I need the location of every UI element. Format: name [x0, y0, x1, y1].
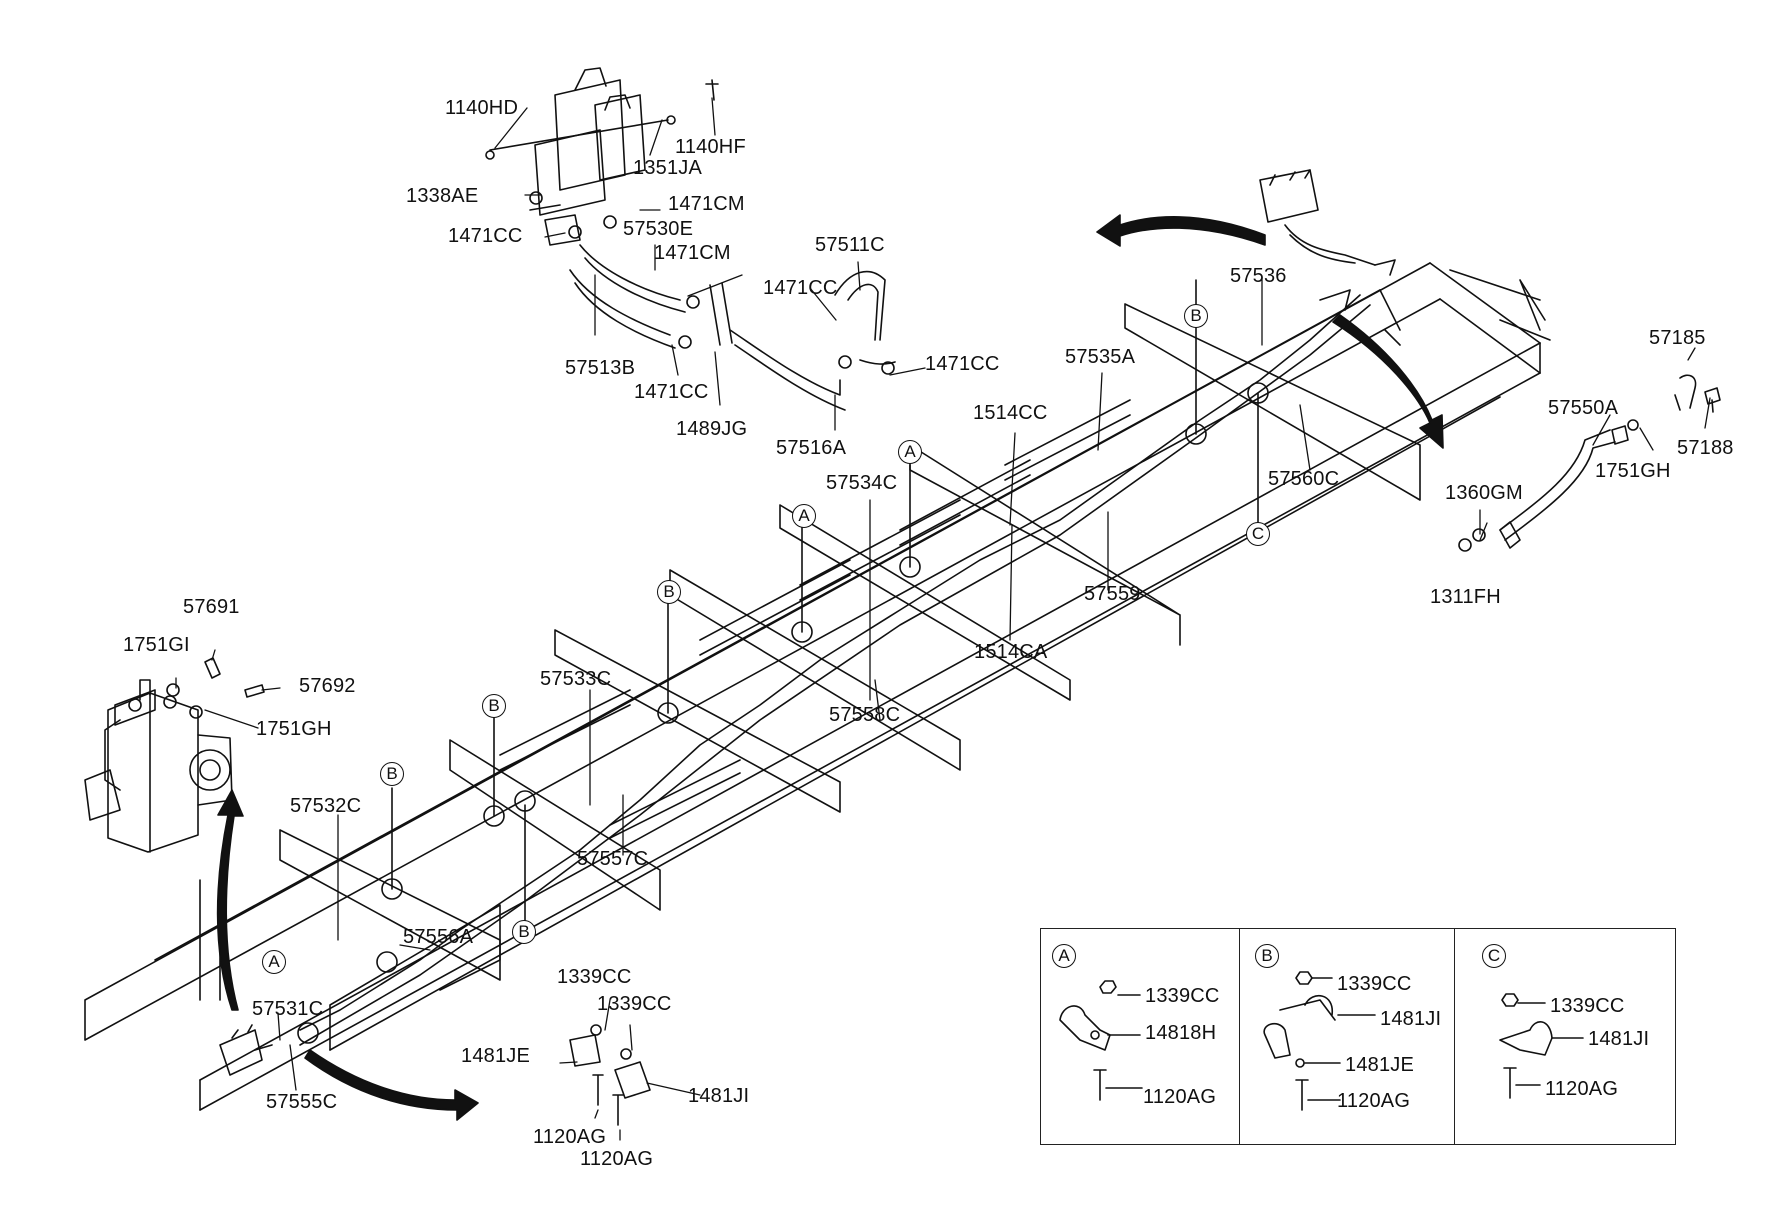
chassis-frame	[84, 262, 1551, 1111]
label-1339CC-a: 1339CC	[557, 966, 632, 988]
label-57536: 57536	[1230, 265, 1287, 287]
direction-arrows	[216, 214, 1444, 1121]
power-steering-gear	[84, 657, 265, 853]
callout-b-3: B	[512, 920, 536, 944]
label-1140HF: 1140HF	[675, 136, 746, 158]
label-57534C: 57534C	[826, 472, 898, 494]
callout-c-1: C	[1246, 522, 1270, 546]
label-57558C: 57558C	[829, 704, 901, 726]
label-57188: 57188	[1677, 437, 1734, 459]
panel-b-clamp2-label: 1481JE	[1345, 1054, 1415, 1076]
label-1481JE-a: 1481JE	[461, 1045, 531, 1067]
label-57513B: 57513B	[565, 357, 636, 379]
panel-divider-bc	[1454, 929, 1455, 1144]
label-57691: 57691	[183, 596, 240, 618]
panel-a-clamp-label: 14818H	[1145, 1022, 1217, 1044]
panel-c-callout: C	[1482, 944, 1506, 968]
label-1751GH-b: 1751GH	[256, 718, 332, 740]
label-57185: 57185	[1649, 327, 1706, 349]
label-1471CM-a: 1471CM	[668, 193, 745, 215]
label-1338AE: 1338AE	[406, 185, 479, 207]
label-1489JG: 1489JG	[676, 418, 748, 440]
callout-b-5: B	[1184, 304, 1208, 328]
label-57531C: 57531C	[252, 998, 324, 1020]
panel-b-nut-label: 1339CC	[1337, 973, 1412, 995]
label-1471CC-a: 1471CC	[448, 225, 523, 247]
panel-b-clamp-label: 1481JI	[1380, 1008, 1442, 1030]
label-57557C: 57557C	[577, 848, 649, 870]
label-1471CM-b: 1471CM	[654, 242, 731, 264]
label-1751GI: 1751GI	[123, 634, 190, 656]
panel-c-nut-label: 1339CC	[1550, 995, 1625, 1017]
label-1471CC-c: 1471CC	[925, 353, 1000, 375]
label-1120AG-b: 1120AG	[580, 1148, 654, 1170]
callout-a-3: A	[898, 440, 922, 464]
label-57560C: 57560C	[1268, 468, 1340, 490]
panel-b-bolt-label: 1120AG	[1337, 1090, 1411, 1112]
panel-a-callout: A	[1052, 944, 1076, 968]
callout-b-4: B	[657, 580, 681, 604]
label-1140HD: 1140HD	[445, 97, 519, 119]
reservoir-assembly	[485, 67, 896, 411]
label-1339CC-b: 1339CC	[597, 993, 672, 1015]
label-1514CC: 1514CC	[973, 402, 1048, 424]
label-1360GM: 1360GM	[1445, 482, 1523, 504]
bottom-fittings	[569, 1024, 651, 1126]
label-57533C: 57533C	[540, 668, 612, 690]
label-1471CC-d: 1471CC	[634, 381, 709, 403]
label-1120AG-a: 1120AG	[533, 1126, 607, 1148]
label-57559: 57559	[1084, 583, 1141, 605]
label-1514CA: 1514CA	[974, 641, 1048, 663]
label-57550A: 57550A	[1548, 397, 1619, 419]
right-hose-parts	[1458, 374, 1721, 552]
load-sensing-valve	[219, 1024, 273, 1076]
leader-lines	[175, 97, 1711, 1141]
panel-a-nut-label: 1339CC	[1145, 985, 1220, 1007]
proportioning-valve	[1259, 169, 1396, 311]
callout-b-2: B	[482, 694, 506, 718]
label-1471CC-b: 1471CC	[763, 277, 838, 299]
panel-b-callout: B	[1255, 944, 1279, 968]
label-57535A: 57535A	[1065, 346, 1136, 368]
label-57532C: 57532C	[290, 795, 362, 817]
detail-panel-icons	[1059, 971, 1584, 1111]
label-57556A: 57556A	[403, 926, 474, 948]
label-57692: 57692	[299, 675, 356, 697]
label-57530E: 57530E	[623, 218, 694, 240]
callout-a-1: A	[262, 950, 286, 974]
label-57511C: 57511C	[815, 234, 885, 256]
label-57555C: 57555C	[266, 1091, 338, 1113]
panel-c-bolt-label: 1120AG	[1545, 1078, 1619, 1100]
panel-c-clamp-label: 1481JI	[1588, 1028, 1650, 1050]
panel-a-bolt-label: 1120AG	[1143, 1086, 1217, 1108]
callout-b-1: B	[380, 762, 404, 786]
detail-panel	[1040, 928, 1676, 1145]
label-57516A: 57516A	[776, 437, 847, 459]
panel-divider-ab	[1239, 929, 1240, 1144]
label-1311FH: 1311FH	[1430, 586, 1501, 608]
label-1751GH-a: 1751GH	[1595, 460, 1671, 482]
label-1481JI-a: 1481JI	[688, 1085, 750, 1107]
label-1351JA: 1351JA	[633, 157, 703, 179]
callout-a-2: A	[792, 504, 816, 528]
